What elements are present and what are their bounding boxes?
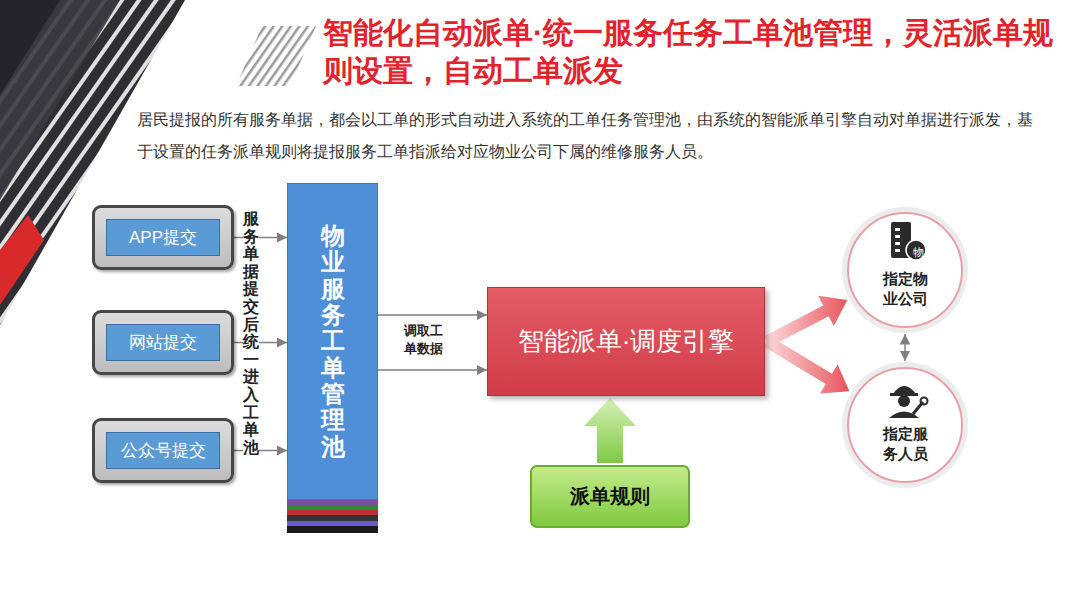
corner-stripes	[0, 0, 185, 325]
connector	[378, 314, 487, 316]
edge-label: 调取工单数据	[402, 322, 445, 357]
stripe	[287, 500, 378, 505]
connector	[234, 237, 287, 239]
connector	[234, 342, 287, 344]
node-text: 派单规则	[570, 483, 650, 510]
node-text: 网站提交	[106, 324, 220, 361]
stripe	[287, 521, 378, 526]
title: 智能化自动派单·统一服务任务工单池管理，灵活派单规则设置，自动工单派发	[323, 14, 1071, 90]
head	[898, 395, 910, 407]
connector	[904, 334, 906, 361]
engine-box: 智能派单·调度引擎	[487, 287, 765, 396]
block-arrow	[584, 398, 636, 463]
badge-circle	[906, 240, 926, 260]
node-text: 物业服务工单管理池	[321, 223, 345, 461]
node-text: 指定物业公司	[881, 269, 929, 308]
node-text: 公众号提交	[106, 432, 220, 469]
description: 居民提报的所有服务单据，都会以工单的形式自动进入系统的工单任务管理池，由系统的智…	[137, 104, 1037, 168]
flow-note: 服务单据提交后统一进入工单池	[243, 210, 259, 456]
window	[895, 235, 900, 238]
wrench-head	[921, 398, 928, 405]
window	[895, 249, 900, 252]
window	[895, 228, 900, 231]
block-arrow	[764, 336, 849, 393]
worker-icon	[889, 386, 928, 418]
target-circle: 指定服务人员	[847, 367, 963, 483]
source-box: APP提交	[92, 205, 234, 270]
cap	[893, 386, 916, 394]
node-text: 指定服务人员	[881, 424, 929, 463]
target-circle: 物指定物业公司	[847, 212, 963, 328]
pool-stripes	[287, 500, 378, 533]
corner-accent	[0, 215, 44, 305]
stripe	[287, 510, 378, 515]
node-text: APP提交	[106, 219, 220, 256]
title-hatch	[236, 26, 316, 86]
node-text: 智能派单·调度引擎	[518, 324, 735, 359]
node-text: 物	[909, 244, 927, 260]
stripe	[287, 505, 378, 510]
rule-box: 派单规则	[530, 465, 690, 528]
connector	[378, 369, 487, 371]
block-arrow	[764, 296, 847, 347]
corner-band	[0, 0, 120, 200]
corner-band	[0, 0, 60, 95]
building-icon	[891, 222, 926, 260]
stripe	[287, 515, 378, 521]
stripe	[287, 526, 378, 533]
pool-column: 物业服务工单管理池	[287, 183, 378, 500]
window	[895, 242, 900, 245]
source-box: 网站提交	[92, 310, 234, 375]
connector	[234, 450, 287, 452]
source-box: 公众号提交	[92, 418, 234, 483]
